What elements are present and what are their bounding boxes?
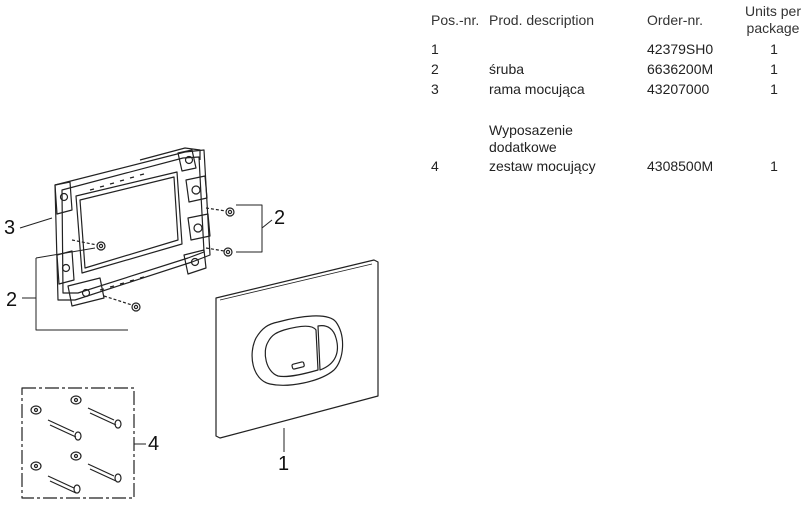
screw-icon (223, 247, 233, 257)
callout-screws-right: 2 (274, 207, 286, 229)
screw-icon (87, 463, 122, 483)
header-units-line1: Units per (744, 3, 802, 19)
fixing-kit (21, 387, 135, 499)
washer-icon (30, 461, 42, 471)
screw-icon (47, 475, 81, 494)
frame-screws (71, 207, 235, 312)
callout-frame: 3 (4, 217, 16, 239)
header-description: Prod. description (489, 12, 595, 28)
washer-icon (70, 451, 82, 461)
callout-fixing-kit: 4 (148, 433, 160, 455)
accessories-heading-line2: dodatkowe (489, 139, 557, 155)
row-order: 6636200M (647, 61, 714, 77)
mounting-frame (54, 147, 211, 307)
callout-leaders (19, 204, 285, 452)
header-pos: Pos.-nr. (431, 12, 480, 28)
row-order: 42379SH0 (647, 41, 714, 57)
washer-icon (30, 405, 42, 415)
screw-icon (47, 419, 82, 441)
row-units: 1 (770, 158, 778, 174)
screw-icon (131, 302, 141, 312)
row-units: 1 (770, 81, 778, 97)
row-pos: 4 (431, 158, 439, 174)
row-description: zestaw mocujący (489, 158, 596, 174)
screw-icon (225, 207, 235, 217)
screw-icon (96, 241, 106, 251)
row-pos: 3 (431, 81, 439, 97)
row-order: 4308500M (647, 158, 714, 174)
row-order: 43207000 (647, 81, 710, 97)
accessories-heading-line1: Wyposazenie (489, 122, 573, 138)
row-description: rama mocująca (489, 81, 585, 97)
callout-plate: 1 (278, 453, 290, 475)
flush-plate (215, 259, 379, 439)
row-pos: 2 (431, 61, 439, 77)
row-pos: 1 (431, 41, 439, 57)
screw-icon (87, 407, 122, 429)
row-units: 1 (770, 41, 778, 57)
header-order: Order-nr. (647, 12, 704, 28)
washer-icon (70, 395, 82, 405)
row-units: 1 (770, 61, 778, 77)
callout-screws-left: 2 (6, 289, 18, 311)
row-description: śruba (489, 61, 525, 77)
header-units-line2: package (746, 20, 800, 36)
